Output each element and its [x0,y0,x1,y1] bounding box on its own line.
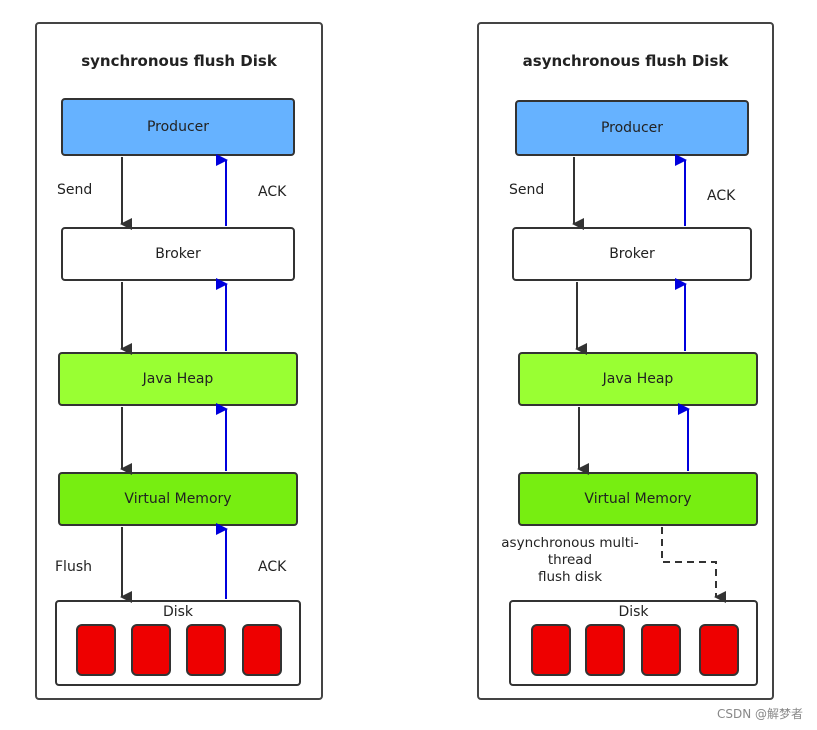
sync-disk-block [76,624,116,676]
async-producer-box: Producer [515,100,749,156]
sync-ack-top-label: ACK [258,184,287,200]
sync-disk-block [242,624,282,676]
async-disk-block [585,624,625,676]
async-virtual-memory-label: Virtual Memory [584,491,692,507]
sync-disk-box: Disk [55,600,301,686]
async-flush-note: asynchronous multi- thread flush disk [486,535,654,586]
async-panel-title: asynchronous flush Disk [522,52,729,70]
async-disk-block [641,624,681,676]
async-disk-box: Disk [509,600,758,686]
async-send-label: Send [509,182,545,198]
csdn-watermark: CSDN @解梦者 [716,707,803,721]
sync-virtual-memory-box: Virtual Memory [58,472,298,526]
async-broker-label: Broker [609,246,655,262]
sync-send-label: Send [57,182,93,198]
sync-producer-label: Producer [146,119,210,135]
sync-disk-block [131,624,171,676]
sync-flush-panel [35,22,323,700]
sync-broker-box: Broker [61,227,295,281]
sync-ack-bottom-label: ACK [258,559,287,575]
async-broker-box: Broker [512,227,752,281]
async-flush-note-line-3: flush disk [537,569,603,585]
async-flush-dashed-arrow [661,527,726,603]
sync-broker-label: Broker [155,246,201,262]
async-flush-note-line-1: asynchronous multi- [501,535,639,551]
async-ack-top-label: ACK [707,188,736,204]
sync-disk-block [186,624,226,676]
sync-panel-title: synchronous flush Disk [81,52,277,70]
sync-producer-box: Producer [61,98,295,156]
sync-java-heap-box: Java Heap [58,352,298,406]
async-java-heap-box: Java Heap [518,352,758,406]
async-producer-label: Producer [600,120,664,136]
async-disk-block [699,624,739,676]
sync-disk-label: Disk [162,604,194,620]
sync-java-heap-label: Java Heap [142,371,214,387]
async-flush-panel [477,22,774,700]
async-virtual-memory-box: Virtual Memory [518,472,758,526]
async-java-heap-label: Java Heap [602,371,674,387]
sync-virtual-memory-label: Virtual Memory [124,491,232,507]
async-disk-block [531,624,571,676]
sync-flush-label: Flush [55,559,92,575]
async-disk-label: Disk [618,604,649,620]
async-flush-note-line-2: thread [547,552,593,568]
